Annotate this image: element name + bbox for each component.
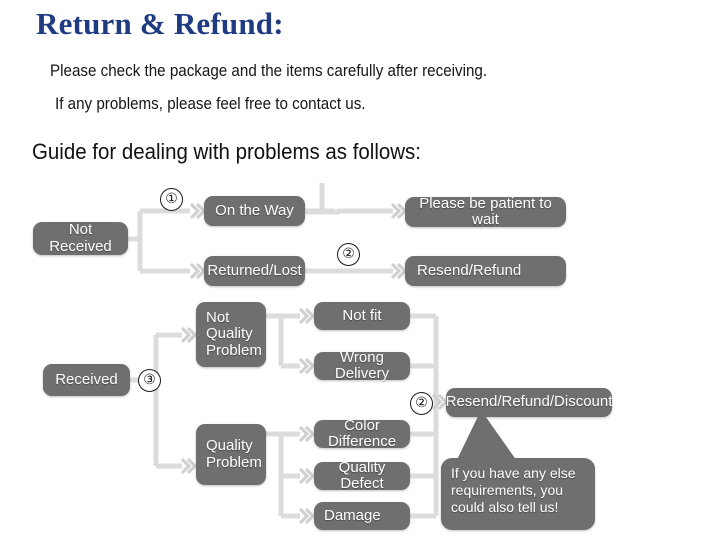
node-on-the-way[interactable]: On the Way [204, 196, 305, 226]
intro-line-1: Please check the package and the items c… [50, 62, 488, 80]
guide-heading: Guide for dealing with problems as follo… [32, 139, 421, 164]
node-damage[interactable]: Damage [314, 502, 410, 530]
step-marker-1: ① [160, 188, 183, 211]
callout-bubble: If you have any else requirements, you c… [441, 458, 595, 530]
node-please-be-patient[interactable]: Please be patient to wait [405, 195, 566, 228]
node-not-quality-problem[interactable]: Not Quality Problem [196, 302, 266, 367]
node-quality-defect[interactable]: Quality Defect [314, 459, 410, 492]
node-not-received[interactable]: Not Received [33, 222, 128, 255]
step-marker-2-bottom: ② [410, 392, 433, 415]
node-resend-refund[interactable]: Resend/Refund [405, 256, 566, 286]
page-title: Return & Refund: [36, 6, 284, 41]
node-quality-problem[interactable]: Quality Problem [196, 424, 266, 485]
node-wrong-delivery[interactable]: Wrong Delivery [314, 349, 410, 382]
step-marker-2-top: ② [337, 243, 360, 266]
node-color-difference[interactable]: Color Difference [314, 417, 410, 450]
node-not-fit[interactable]: Not fit [314, 302, 410, 330]
node-resend-refund-discount[interactable]: Resend/Refund/Discount [446, 388, 612, 417]
step-marker-3: ③ [138, 369, 161, 392]
node-received[interactable]: Received [43, 364, 130, 396]
intro-line-2: If any problems, please feel free to con… [55, 95, 366, 113]
node-returned-lost[interactable]: Returned/Lost [204, 256, 305, 286]
callout-tail-icon [453, 410, 519, 468]
